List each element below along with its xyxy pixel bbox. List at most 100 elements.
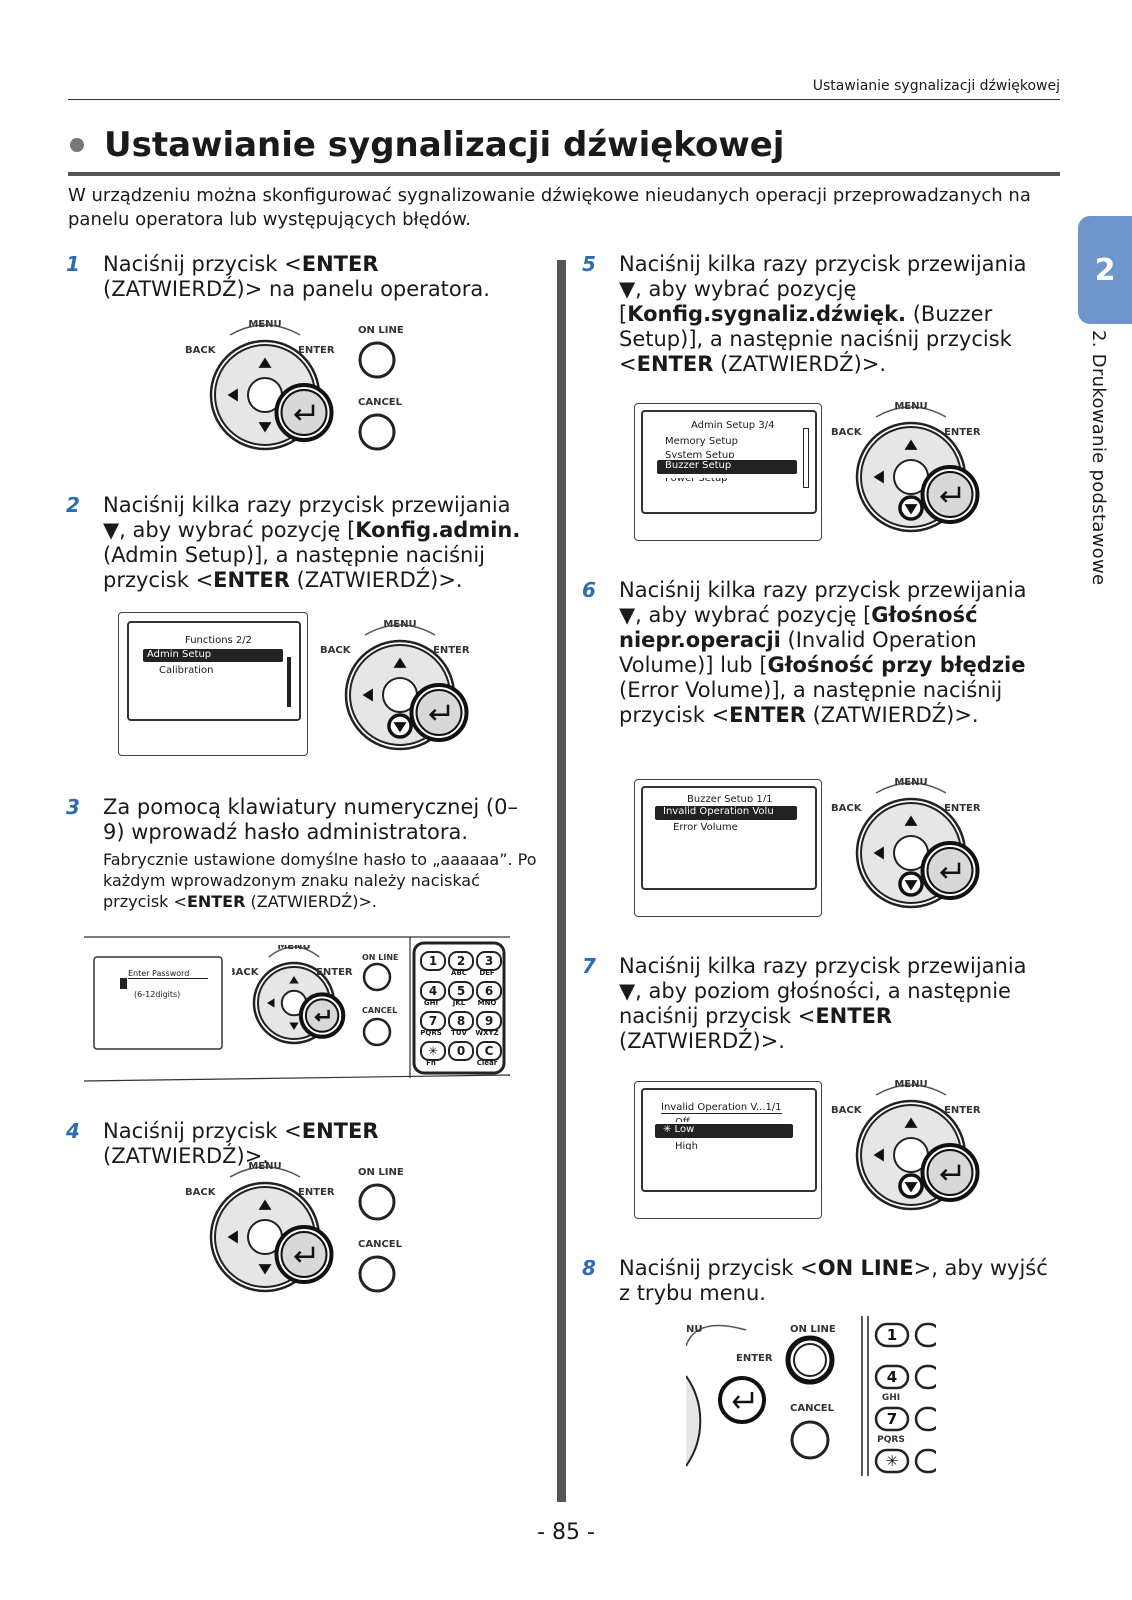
cancel-label: CANCEL (358, 397, 403, 408)
step-2: 2 Naciśnij kilka razy przycisk przewijan… (66, 493, 536, 593)
step-5: 5 Naciśnij kilka razy przycisk przewijan… (582, 252, 1052, 377)
down-arrow-icon (258, 1264, 272, 1275)
down-arrow-icon (289, 1022, 299, 1030)
keypad-key-9[interactable]: 9 (476, 1011, 502, 1031)
keypad-key-partial (914, 1322, 936, 1348)
lcd-title: Functions 2/2 (185, 635, 253, 646)
back-label: BACK (320, 645, 352, 656)
online-label: ON LINE (358, 1167, 404, 1178)
enter-label: ENTER (944, 803, 981, 814)
step-note: Fabrycznie ustawione domyślne hasło to „… (103, 850, 537, 911)
online-label: ON LINE (362, 953, 399, 962)
step-number: 2 (66, 493, 80, 517)
lcd-item: Error Volume (673, 822, 738, 833)
menu-arc (229, 1166, 301, 1178)
menu-label: MENU (277, 945, 310, 952)
lcd-title: Invalid Operation V...1/1 (661, 1102, 782, 1114)
keypad-key-5[interactable]: 5 (448, 981, 474, 1001)
keypad-key-6[interactable]: 6 (476, 981, 502, 1001)
menu-arc (364, 624, 436, 636)
enter-icon (939, 1164, 961, 1181)
left-arrow-icon (873, 470, 884, 484)
keypad-sublabel: GHI (423, 999, 439, 1007)
keypad-key-3[interactable]: 3 (476, 951, 502, 971)
lcd-item: Calibration (159, 665, 214, 676)
keypad-sublabel: TUV (451, 1029, 467, 1037)
keypad-key-label: 7 (887, 1410, 897, 1428)
chapter-tab[interactable]: 2 (1078, 216, 1132, 324)
cancel-button (358, 413, 396, 451)
lcd-scrollbar (803, 428, 809, 488)
step-6: 6 Naciśnij kilka razy przycisk przewijan… (582, 578, 1052, 753)
step-4: 4 Naciśnij przycisk <ENTER (ZATWIERDŹ)>. (66, 1119, 546, 1168)
keypad-key-8[interactable]: 8 (448, 1011, 474, 1031)
online-button (358, 1183, 396, 1221)
step-text: Naciśnij kilka razy przycisk przewijania… (619, 252, 1027, 376)
enter-icon (293, 1246, 315, 1263)
bullet-icon (70, 138, 84, 152)
down-arrow-icon (904, 1182, 918, 1193)
menu-arc (875, 1084, 947, 1096)
up-arrow-icon (904, 815, 918, 826)
lcd-screen-step-7: Invalid Operation V...1/1 Off ✳ Low High (634, 1081, 822, 1219)
enter-icon (428, 704, 450, 721)
step-text: Naciśnij kilka razy przycisk przewijania… (103, 493, 521, 592)
cancel-button (358, 1255, 396, 1293)
step-text: Za pomocą klawiatury numerycznej (0–9) w… (103, 795, 518, 844)
keypad-key-7[interactable]: 7 (420, 1011, 446, 1031)
intro-paragraph: W urządzeniu można skonfigurować sygnali… (68, 185, 1031, 230)
keypad-key-label: 1 (887, 1326, 897, 1344)
online-button (362, 962, 392, 992)
left-arrow-icon (873, 1148, 884, 1162)
online-label: ON LINE (790, 1324, 836, 1335)
panel-illustration-step-3 (84, 936, 510, 1082)
up-arrow-icon (258, 357, 272, 368)
keypad-key-C[interactable]: C (476, 1041, 502, 1061)
lcd-item: Memory Setup (665, 436, 738, 447)
left-arrow-icon (227, 1230, 238, 1244)
keypad-key-4[interactable]: 4 (420, 981, 446, 1001)
nav-pad-partial (686, 1375, 702, 1467)
left-arrow-icon (227, 388, 238, 402)
keypad-key-4 (874, 1364, 910, 1390)
lcd-selected-item: Admin Setup (143, 649, 283, 662)
menu-arc (875, 782, 947, 794)
keypad-key-0[interactable]: 0 (448, 1041, 474, 1061)
lcd-display-step-3: Enter Password (6-12digits) (98, 960, 220, 1020)
page-title: Ustawianie sygnalizacji dźwiękowej (68, 125, 784, 165)
keypad-sublabel: PQRS (877, 1435, 905, 1445)
page-title-text: Ustawianie sygnalizacji dźwiękowej (104, 125, 785, 165)
step-text: Naciśnij przycisk <ENTER (ZATWIERDŹ)> na… (103, 252, 490, 301)
cancel-label: CANCEL (362, 1006, 397, 1015)
online-label: ON LINE (358, 325, 404, 336)
step-text: Naciśnij przycisk <ENTER (ZATWIERDŹ)>. (103, 1119, 379, 1168)
enter-button-face (926, 471, 974, 518)
up-arrow-icon (393, 657, 407, 668)
step-number: 4 (66, 1119, 80, 1143)
enter-label: ENTER (433, 645, 470, 656)
left-arrow-icon (267, 998, 275, 1008)
cancel-label: CANCEL (790, 1403, 835, 1414)
step-number: 6 (582, 578, 596, 602)
back-label: BACK (232, 967, 260, 978)
keypad-sublabel: JKL (452, 999, 466, 1007)
keypad-key-label: 4 (887, 1368, 897, 1386)
enter-button-face (926, 1149, 974, 1196)
running-header: Ustawianie sygnalizacji dźwiękowej (812, 78, 1060, 94)
step-7: 7 Naciśnij kilka razy przycisk przewijan… (582, 954, 1052, 1054)
up-arrow-icon (904, 1117, 918, 1128)
keypad-key-2[interactable]: 2 (448, 951, 474, 971)
enter-icon (939, 486, 961, 503)
lcd-selected-item: Buzzer Setup (657, 460, 797, 474)
up-arrow-icon (904, 439, 918, 450)
keypad-key-1[interactable]: 1 (420, 951, 446, 971)
keypad-key-partial (914, 1448, 936, 1474)
enter-label: ENTER (736, 1353, 773, 1364)
keypad-key-✳[interactable]: ✳ (420, 1041, 446, 1061)
